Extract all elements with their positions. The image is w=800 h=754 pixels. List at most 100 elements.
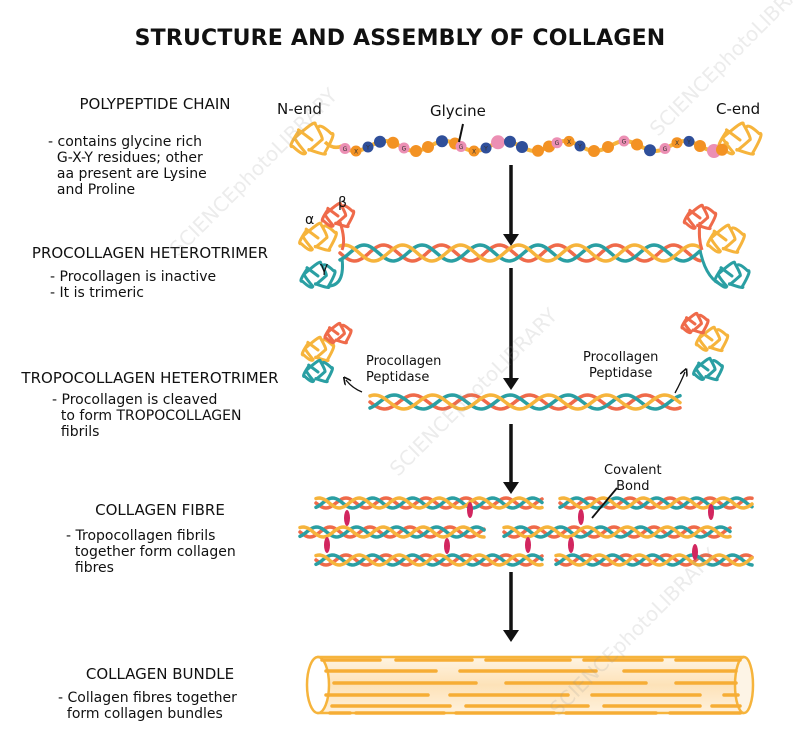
beta-link-left [338,221,346,251]
residue-bead-Y [574,140,586,152]
cleaved-propeptide-left-gamma [302,358,334,384]
residue-bead-X [563,135,575,147]
covalent-crosslink [344,510,350,526]
residue-bead-navy [504,135,516,148]
tropocollagen-triple-helix [300,311,730,411]
covalent-crosslink [525,537,531,553]
label-gamma-chain: γ [320,260,329,276]
residue-bead-G [618,135,630,147]
flow-arrow-2-head [503,378,519,390]
alpha-propeptide-left [298,221,338,252]
desc-tropocollagen-heterotrimer: - Procollagen is cleaved to form TROPOCO… [52,392,242,440]
residue-bead-orange [588,145,600,157]
covalent-crosslink [324,537,330,553]
residue-bead-orange [716,143,728,156]
residue-bead-Y [480,142,492,154]
helix-strand-alpha [368,393,682,411]
flow-arrow-1-head [503,234,519,246]
label-procollagen-peptidase-right: Procollagen Peptidase [583,350,659,381]
helix-strand-gamma [314,553,544,567]
residue-bead-orange [387,136,399,149]
residue-bead-Y [683,135,695,147]
residue-bead-X [671,137,683,149]
heading-collagen-fibre: COLLAGEN FIBRE [95,501,225,519]
beta-propeptide-right [682,203,718,231]
covalent-crosslink [692,544,698,560]
gamma-link-left [329,257,344,288]
residue-letter: X [472,149,476,156]
residue-bead-G [398,142,410,154]
helix-strand-gamma [502,525,732,539]
helix-strand-gamma [368,393,682,411]
desc-polypeptide-chain: - contains glycine rich G-X-Y residues; … [48,134,207,198]
residue-bead-orange [422,141,434,153]
residue-bead-navy [436,135,448,148]
covalent-bond-pointer [591,487,618,519]
cleaved-propeptide-right-beta [680,311,710,335]
label-glycine: Glycine [430,102,486,120]
covalent-crosslink [578,509,584,525]
bundle-fibre-lines [320,658,742,715]
residue-bead-orange [410,145,422,157]
residue-bead-orange [694,140,706,152]
residue-letter: G [622,139,627,146]
diagram-title: STRUCTURE AND ASSEMBLY OF COLLAGEN [134,26,666,51]
residue-bead-orange [631,138,643,151]
residue-bead-G [339,143,351,154]
residue-bead-X [468,145,480,157]
heading-tropocollagen-heterotrimer: TROPOCOLLAGEN HETEROTRIMER [21,369,279,387]
label-procollagen-peptidase-left: Procollagen Peptidase [366,354,442,385]
residue-letter: G [343,146,348,153]
helix-strand-gamma [558,496,754,510]
label-beta-chain: β [338,195,347,211]
helix-strand-alpha [298,525,486,539]
collagen-fibre [298,496,754,567]
heading-polypeptide-chain: POLYPEPTIDE CHAIN [79,95,231,113]
residue-letter: G [459,144,464,151]
alpha-propeptide-right [706,223,746,254]
heading-procollagen-heterotrimer: PROCOLLAGEN HETEROTRIMER [31,244,269,262]
covalent-crosslink [568,537,574,553]
residue-bead-orange [602,141,614,153]
n-terminal-coil [289,121,335,156]
label-covalent-bond: Covalent Bond [604,463,662,494]
residue-letter: G [663,146,668,153]
flow-arrow-3-head [503,482,519,494]
residue-bead-X [350,145,362,157]
residue-bead-navy [516,141,528,153]
residue-bead-G [551,137,563,149]
residue-bead-navy [374,135,386,148]
residue-bead-G [659,143,671,154]
desc-collagen-bundle: - Collagen fibres together form collagen… [58,690,237,722]
label-n-end: N-end [277,100,322,118]
residue-letter: X [675,140,679,147]
heading-collagen-bundle: COLLAGEN BUNDLE [85,665,235,683]
covalent-crosslink [467,502,473,518]
gamma-link-right [698,249,725,288]
helix-strand-alpha [502,525,732,539]
covalent-crosslink [708,504,714,520]
residue-letter: Y [577,144,582,151]
label-alpha-chain: α [305,212,315,228]
cleaved-propeptide-left-beta [323,321,353,345]
residue-letter: G [555,140,560,147]
residue-letter: Y [686,139,691,146]
procollagen-triple-helix [298,201,751,289]
residue-bead-Y [362,141,374,153]
beta-link-right [697,221,704,251]
flow-arrow-4-head [503,630,519,642]
helix-strand-alpha [314,496,544,510]
peptidase-arrow-left [346,380,363,393]
residue-letter: X [354,149,358,156]
desc-procollagen-heterotrimer: - Procollagen is inactive - It is trimer… [50,269,217,301]
collagen-bundle [305,655,755,715]
helix-strand-gamma [338,243,702,263]
label-c-end: C-end [716,100,761,118]
residue-bead-G [455,141,467,152]
helix-strand-alpha [314,553,544,567]
beta-propeptide-left [320,201,356,229]
gamma-propeptide-left [299,260,337,289]
helix-strand-alpha [554,553,754,567]
helix-strand-gamma [314,496,544,510]
